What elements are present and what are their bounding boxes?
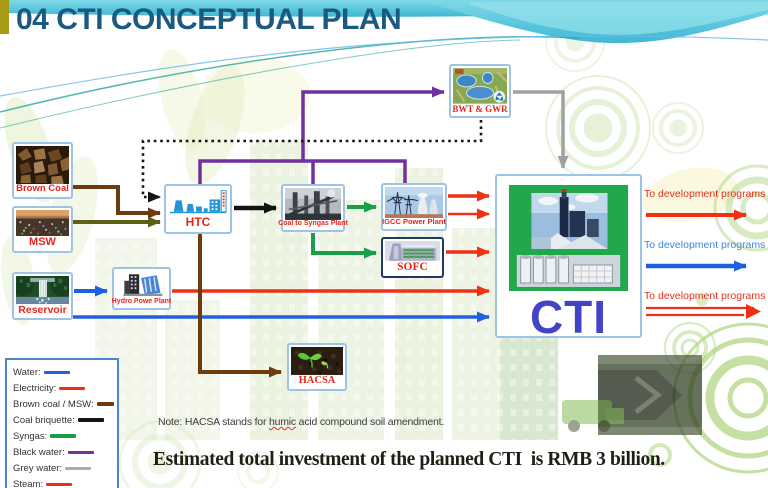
- legend-label-grey-water: Grey water:: [13, 462, 63, 474]
- legend-label-electricity: Electricity:: [13, 382, 57, 394]
- sofc-label: SOFC: [397, 260, 428, 273]
- to-development-programs-label-2: To development programs: [644, 239, 766, 251]
- reservoir-label: Reservoir: [18, 303, 67, 316]
- brown-coal-image: [16, 146, 69, 185]
- legend-label-brown-coal: Brown coal / MSW:: [13, 398, 94, 410]
- htc-image: [168, 188, 228, 217]
- coal-to-syngas-image: [285, 188, 341, 220]
- hydro-plant-label: Hydro Powe Plant: [111, 297, 172, 305]
- legend-row-brown-coal: Brown coal / MSW:: [13, 396, 117, 412]
- legend-label-steam: Steam:: [13, 478, 44, 488]
- legend-label-water: Water:: [13, 366, 41, 378]
- node-hydro-plant: Hydro Powe Plant: [112, 267, 171, 310]
- note-word-humic: humic: [268, 416, 296, 428]
- reservoir-image: [16, 276, 69, 304]
- legend: Water: Electricity: Brown coal / MSW: Co…: [5, 358, 119, 488]
- page-title: 04 CTI CONCEPTUAL PLAN: [16, 3, 402, 36]
- node-coal-to-syngas: Coal to Syngas Plant: [278, 184, 348, 232]
- bwt-gwr-label: BWT & GWR: [452, 103, 508, 114]
- legend-swatch-coal-briquette: [77, 418, 104, 422]
- sofc-image: [385, 241, 440, 261]
- msw-label: MSW: [29, 236, 56, 249]
- node-htc: HTC: [164, 184, 232, 234]
- legend-row-black-water: Black water:: [13, 444, 117, 460]
- legend-row-syngas: Syngas:: [13, 428, 117, 444]
- legend-swatch-black-water: [67, 450, 94, 454]
- htc-label: HTC: [185, 215, 211, 230]
- brown-coal-label: Brown Coal: [16, 183, 69, 195]
- hacsa-image: [291, 347, 343, 375]
- node-brown-coal: Brown Coal: [12, 142, 73, 199]
- msw-image: [16, 210, 69, 237]
- footer-investment-text: Estimated total investment of the planne…: [153, 449, 665, 470]
- note-prefix: Note: HACSA stands for: [158, 416, 269, 428]
- node-msw: MSW: [12, 206, 73, 253]
- igcc-label: IGCC Power Plant: [382, 217, 446, 227]
- legend-row-electricity: Electricity:: [13, 380, 117, 396]
- bwt-gwr-image: [453, 68, 507, 104]
- node-sofc: SOFC: [381, 237, 444, 278]
- legend-swatch-grey-water: [65, 466, 92, 470]
- cti-image: [509, 185, 628, 291]
- legend-label-coal-briquette: Coal briquette:: [13, 414, 75, 426]
- note-text: Note: HACSA stands for humic acid compou…: [158, 416, 444, 428]
- legend-row-water: Water:: [13, 364, 117, 380]
- node-reservoir: Reservoir: [12, 272, 73, 320]
- node-igcc: IGCC Power Plant: [381, 183, 447, 231]
- legend-row-grey-water: Grey water:: [13, 460, 117, 476]
- to-development-programs-label-3: To development programs: [644, 290, 766, 302]
- legend-swatch-syngas: [50, 434, 77, 438]
- hacsa-label: HACSA: [298, 374, 336, 386]
- node-bwt-gwr: BWT & GWR: [449, 64, 511, 118]
- igcc-image: [385, 187, 443, 219]
- title-accent-bar: [0, 0, 9, 34]
- legend-swatch-water: [43, 370, 70, 374]
- legend-swatch-brown-coal: [96, 402, 114, 406]
- legend-swatch-electricity: [59, 386, 86, 390]
- hydro-plant-image: [123, 274, 163, 296]
- node-cti: CTI: [495, 174, 642, 343]
- coal-to-syngas-label: Coal to Syngas Plant: [278, 219, 348, 227]
- legend-swatch-steam: [46, 482, 73, 486]
- legend-row-steam: Steam:: [13, 476, 117, 488]
- note-suffix: acid compound soil amendment.: [295, 416, 445, 428]
- legend-label-black-water: Black water:: [13, 446, 65, 458]
- to-development-programs-label-1: To development programs: [644, 188, 766, 200]
- legend-label-syngas: Syngas:: [13, 430, 48, 442]
- node-hacsa: HACSA: [287, 343, 347, 391]
- legend-row-coal-briquette: Coal briquette:: [13, 412, 117, 428]
- cti-label: CTI: [529, 291, 608, 343]
